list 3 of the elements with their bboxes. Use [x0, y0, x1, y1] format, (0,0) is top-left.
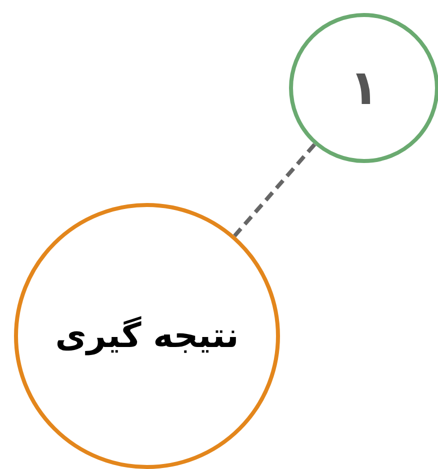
step-number: ۱ [349, 60, 379, 116]
topic-title: نتیجه گیری [55, 316, 239, 356]
dashed-connector [233, 143, 316, 238]
